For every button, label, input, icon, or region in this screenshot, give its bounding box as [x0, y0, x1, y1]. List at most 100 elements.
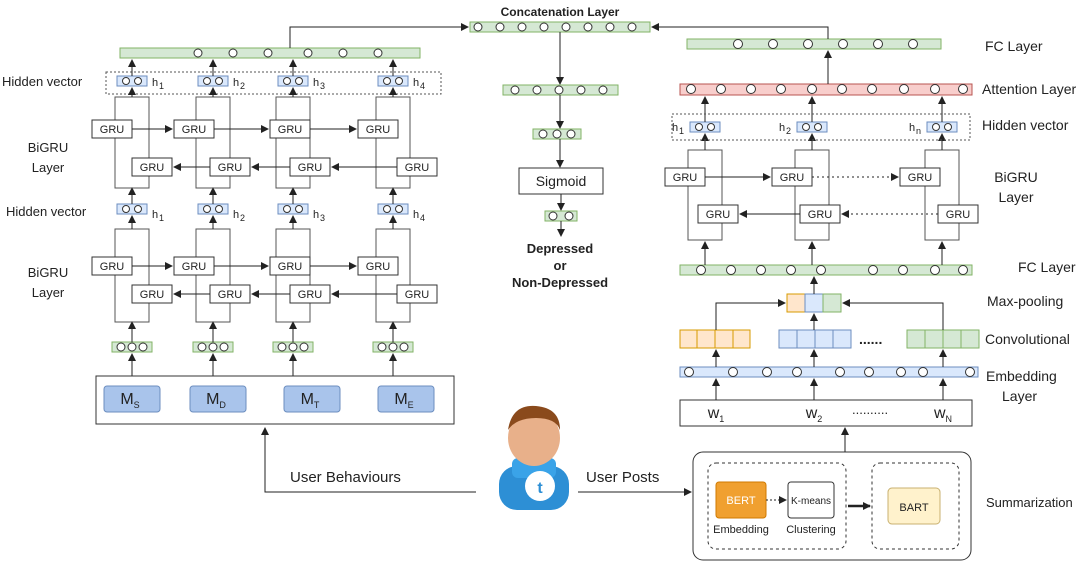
att-node-3 — [746, 84, 756, 94]
gru-right-fwd-1-label: GRU — [673, 172, 698, 184]
gru-upper-bwd-2-label: GRU — [218, 162, 243, 174]
right-col-1-hidden-h: h — [672, 122, 678, 134]
emb-node-1 — [684, 367, 694, 377]
gru-upper-fwd-1-label: GRU — [100, 124, 125, 136]
fc-top-node-2 — [768, 39, 778, 49]
modality-label-2: MD — [206, 391, 226, 410]
center-dense-vector — [502, 84, 619, 96]
fc-top-node-3 — [803, 39, 813, 49]
left-col-1-hidden-mid-sub: 1 — [159, 213, 164, 223]
emb-node-5 — [835, 367, 845, 377]
outcome-line1: Depressed — [527, 241, 594, 256]
convolutional-label: Convolutional — [985, 331, 1070, 347]
left-col-3-hidden-top — [277, 75, 309, 87]
gru-lower-bwd-4-label: GRU — [405, 289, 430, 301]
right-bigru-line1: BiGRU — [994, 169, 1038, 185]
user-avatar-icon: t — [499, 405, 569, 510]
embedding-vector — [679, 366, 979, 378]
left-col-4-input-node-1 — [388, 342, 398, 352]
left-col-3-hidden-mid-n2 — [295, 205, 303, 213]
emb-node-6 — [864, 367, 874, 377]
arrow-right-to-concat — [651, 23, 829, 39]
emb-node-3 — [762, 367, 772, 377]
gru-right-bwd-1-label: GRU — [706, 209, 731, 221]
left-col-1-hidden-mid-n2 — [134, 205, 142, 213]
fc-mid-node-3 — [756, 265, 766, 275]
left-bigru-top-line1: BiGRU — [28, 140, 68, 155]
fc-mid-node-6 — [868, 265, 878, 275]
arrow-conv-green-pool — [842, 299, 944, 330]
word-3: wN — [933, 405, 952, 424]
right-col-2-hidden-sub: 2 — [786, 126, 791, 136]
fc-top-node-4 — [838, 39, 848, 49]
concatenation-layer: Concatenation Layer — [469, 5, 651, 33]
left-col-1-hidden-top-n2 — [134, 77, 142, 85]
att-node-9 — [930, 84, 940, 94]
left-col-4-hidden-mid-h: h — [413, 209, 419, 221]
modality-label-3: MT — [301, 391, 320, 410]
left-col-2-hidden-mid-n2 — [215, 205, 223, 213]
modality-box-1 — [103, 385, 161, 413]
kmeans-box — [787, 481, 835, 519]
emb-node-4 — [792, 367, 802, 377]
gru-lower-fwd-4 — [357, 256, 399, 276]
att-node-4 — [776, 84, 786, 94]
kmeans-label: K-means — [791, 496, 831, 507]
left-col-4-hidden-mid-sub: 4 — [420, 213, 425, 223]
fc-mid-node-1 — [696, 265, 706, 275]
fc-mid-node-8 — [930, 265, 940, 275]
user-behaviours-label: User Behaviours — [290, 469, 401, 486]
right-col-2-frame — [794, 149, 830, 241]
right-fc-top-label: FC Layer — [985, 38, 1043, 54]
left-col-3-input-node-1 — [288, 342, 298, 352]
right-col-1-frame — [687, 149, 723, 241]
left-col-4-input-node-2 — [399, 342, 409, 352]
gru-lower-bwd-3-label: GRU — [298, 289, 323, 301]
left-col-2-hidden-top-n2 — [215, 77, 223, 85]
fc-mid-node-5 — [816, 265, 826, 275]
concat-nodes — [473, 22, 637, 32]
left-col-3-hidden-mid — [277, 203, 309, 215]
left-col-4-hidden-top-n1 — [383, 77, 391, 85]
att-node-7 — [867, 84, 877, 94]
gru-right-bwd-3-label: GRU — [946, 209, 971, 221]
att-node-10 — [958, 84, 968, 94]
right-col-3-hidden-n1 — [932, 123, 940, 131]
left-bigru-bottom-line2: Layer — [32, 285, 65, 300]
gru-right-fwd-3-label: GRU — [908, 172, 933, 184]
fc-mid-node-9 — [958, 265, 968, 275]
summarization-label: Summarization — [986, 495, 1073, 510]
fc-mid-node-7 — [898, 265, 908, 275]
right-bigru-line2: Layer — [998, 189, 1033, 205]
left-dense-vector — [119, 47, 421, 59]
left-col-4-hidden-top-n2 — [395, 77, 403, 85]
modality-box-3 — [283, 385, 341, 413]
left-col-1-hidden-top-sub: 1 — [159, 81, 164, 91]
right-col-3-hidden — [926, 121, 958, 133]
left-col-1-hidden-mid — [116, 203, 148, 215]
right-fc-top-nodes — [733, 39, 918, 49]
embedding-nodes — [684, 367, 975, 377]
right-hidden-vector-label: Hidden vector — [982, 117, 1069, 133]
left-col-3-input-node-0 — [277, 342, 287, 352]
left-col-4-input-node-0 — [377, 342, 387, 352]
bert-label: BERT — [726, 495, 755, 507]
embedding-label-line1: Embedding — [986, 368, 1057, 384]
left-col-1-hidden-mid-h: h — [152, 209, 158, 221]
bart-label: BART — [899, 502, 928, 514]
left-col-2-hidden-top-n1 — [203, 77, 211, 85]
left-col-3-hidden-top-sub: 3 — [320, 81, 325, 91]
left-hidden-vector-top-frame — [105, 71, 442, 95]
right-col-1-hidden-n1 — [695, 123, 703, 131]
left-col-4-hidden-mid — [377, 203, 409, 215]
left-col-4-hidden-mid-n2 — [395, 205, 403, 213]
left-col-2-hidden-mid-h: h — [233, 209, 239, 221]
right-col-3-hidden-sub: n — [916, 126, 921, 136]
attention-nodes — [686, 84, 968, 94]
right-col-3-frame — [924, 149, 960, 241]
